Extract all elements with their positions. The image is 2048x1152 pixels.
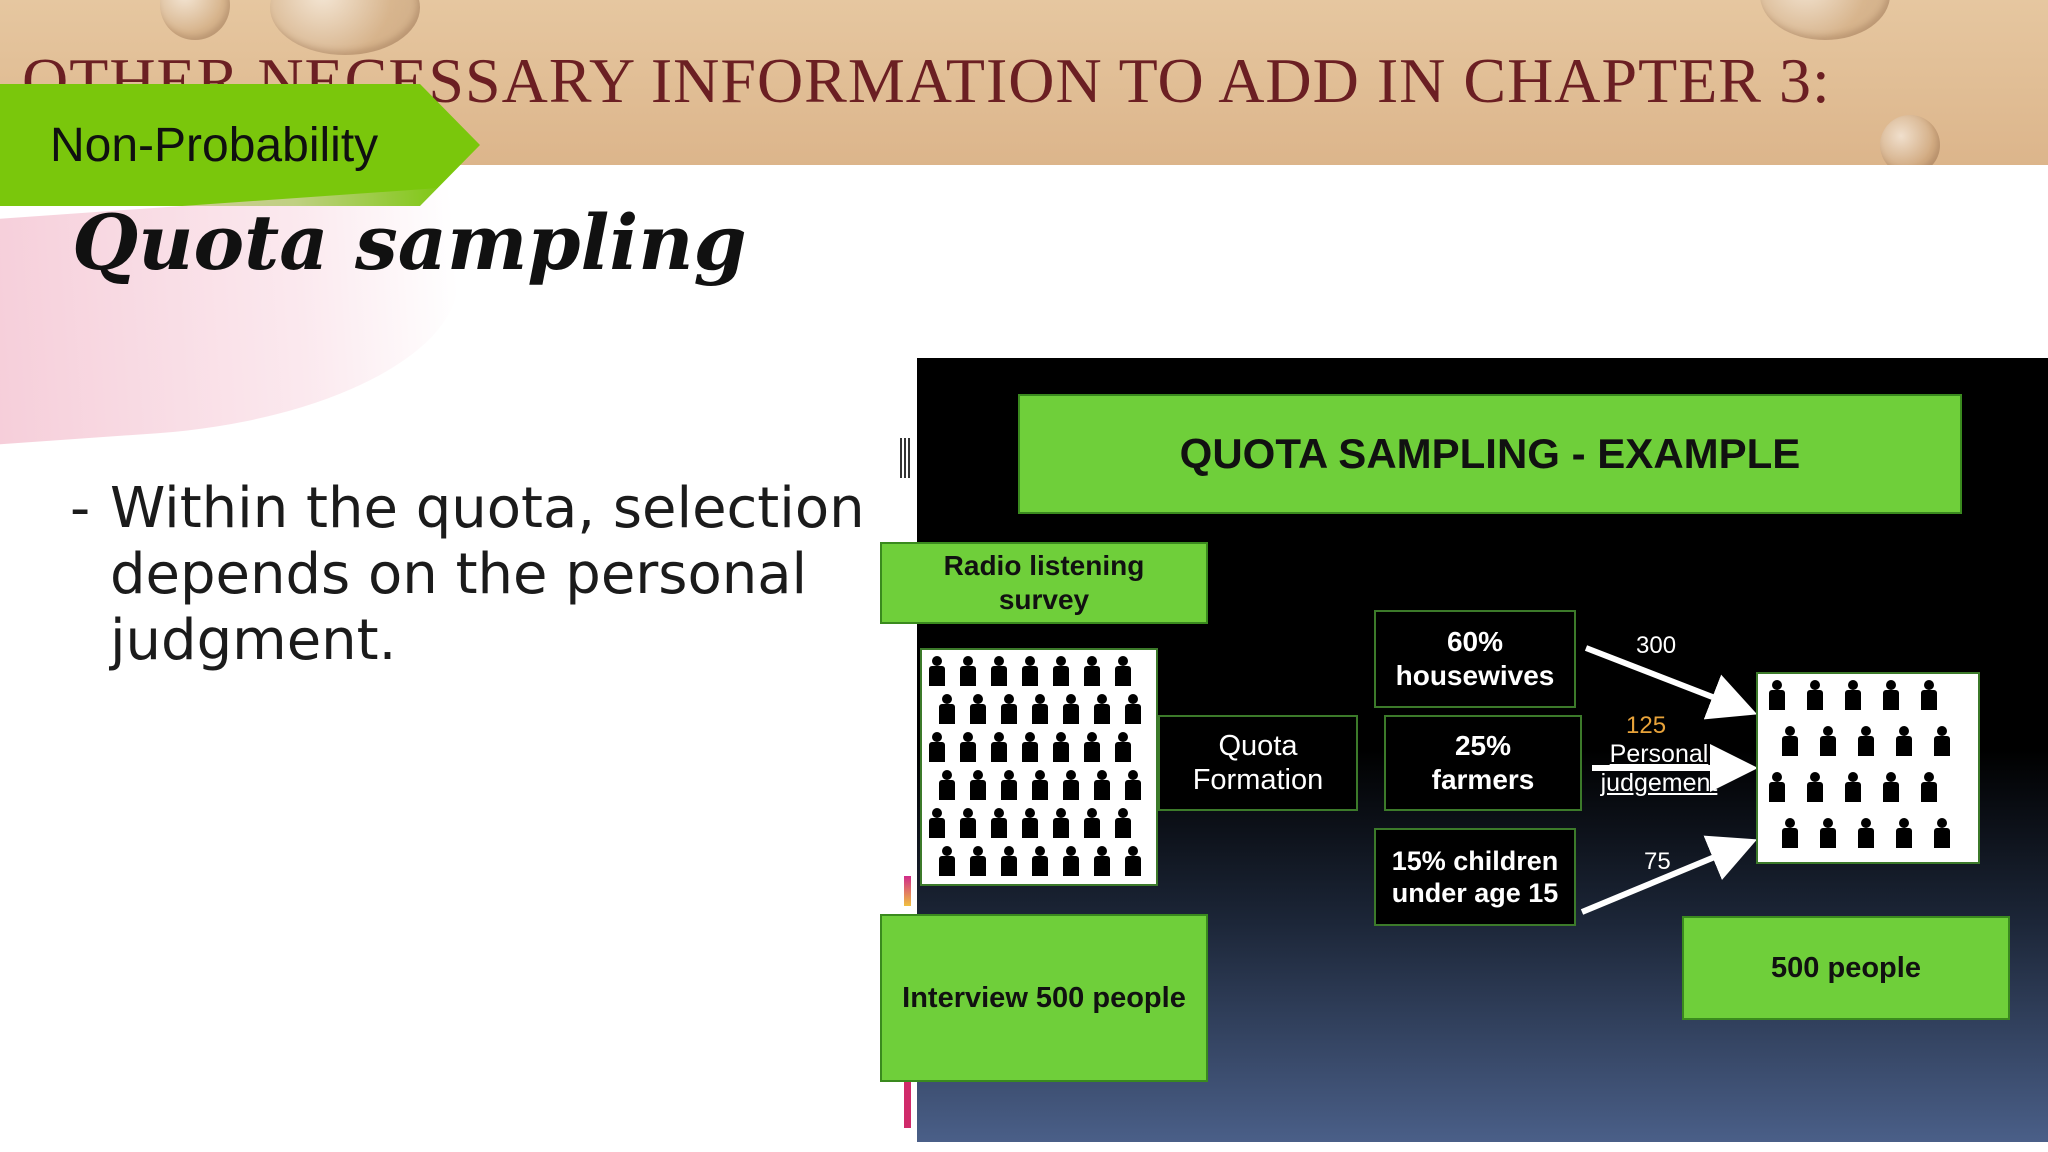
person-icon (998, 770, 1020, 800)
person-icon (1019, 808, 1041, 838)
quota-farmers: 25% farmers (1384, 715, 1582, 811)
person-icon (1817, 726, 1839, 756)
person-icon (1029, 694, 1051, 724)
water-drop-decoration (1760, 0, 1890, 40)
water-drop-decoration (160, 0, 230, 40)
count-farmers: 125 (1626, 712, 1667, 739)
person-icon (1893, 726, 1915, 756)
person-icon (1779, 726, 1801, 756)
person-icon (1931, 818, 1953, 848)
person-icon (988, 808, 1010, 838)
person-icon (936, 770, 958, 800)
arrow-children (1580, 835, 1758, 915)
category-tag-label: Non-Probability (50, 119, 379, 172)
figure-edge-decoration (904, 1082, 911, 1128)
person-icon (957, 732, 979, 762)
person-icon (967, 846, 989, 876)
person-icon (1029, 770, 1051, 800)
allocation-arrows (1580, 645, 1758, 915)
person-icon (1918, 680, 1940, 710)
person-icon (926, 808, 948, 838)
person-icon (926, 656, 948, 686)
count-housewives: 300 (1636, 632, 1677, 659)
result-label: 500 people (1682, 916, 2010, 1020)
person-icon (1880, 680, 1902, 710)
person-icon (1019, 656, 1041, 686)
arrow-housewives (1584, 645, 1758, 720)
category-tag (0, 84, 480, 206)
interview-label: Interview 500 people (880, 914, 1208, 1082)
quota-formation-label: Quota Formation (1158, 715, 1358, 811)
person-icon (1918, 772, 1940, 802)
population-crowd (920, 648, 1158, 886)
person-icon (1112, 732, 1134, 762)
person-icon (1855, 818, 1877, 848)
person-icon (1880, 772, 1902, 802)
person-icon (1112, 656, 1134, 686)
person-icon (926, 732, 948, 762)
person-icon (1081, 808, 1103, 838)
person-icon (957, 656, 979, 686)
person-icon (936, 846, 958, 876)
person-icon (1050, 808, 1072, 838)
person-icon (1029, 846, 1051, 876)
person-icon (1060, 694, 1082, 724)
person-icon (1091, 694, 1113, 724)
person-icon (967, 694, 989, 724)
survey-label: Radio listening survey (880, 542, 1208, 624)
person-icon (1766, 680, 1788, 710)
count-children: 75 (1644, 848, 1671, 875)
person-icon (988, 656, 1010, 686)
person-icon (967, 770, 989, 800)
person-icon (1804, 772, 1826, 802)
person-icon (1060, 770, 1082, 800)
person-icon (1081, 732, 1103, 762)
person-icon (1766, 772, 1788, 802)
person-icon (998, 694, 1020, 724)
person-icon (936, 694, 958, 724)
person-icon (1931, 726, 1953, 756)
person-icon (1060, 846, 1082, 876)
person-icon (988, 732, 1010, 762)
person-icon (1804, 680, 1826, 710)
sample-crowd (1756, 672, 1980, 864)
person-icon (1019, 732, 1041, 762)
person-icon (1122, 770, 1144, 800)
person-icon (1122, 694, 1144, 724)
figure-edge-decoration (900, 438, 912, 478)
slide-title: Quota sampling (72, 198, 747, 287)
person-icon (1779, 818, 1801, 848)
person-icon (1081, 656, 1103, 686)
quota-children: 15% children under age 15 (1374, 828, 1576, 926)
water-drop-decoration (1880, 115, 1940, 165)
person-icon (1050, 732, 1072, 762)
personal-judgement-label: Personal judgement (1600, 740, 1718, 797)
person-icon (1050, 656, 1072, 686)
person-icon (998, 846, 1020, 876)
person-icon (957, 808, 979, 838)
person-icon (1091, 770, 1113, 800)
figure-heading: QUOTA SAMPLING - EXAMPLE (1018, 394, 1962, 514)
person-icon (1842, 680, 1864, 710)
quota-housewives: 60% housewives (1374, 610, 1576, 708)
person-icon (1122, 846, 1144, 876)
person-icon (1112, 808, 1134, 838)
person-icon (1091, 846, 1113, 876)
bullet-text: Within the quota, selection depends on t… (110, 476, 865, 673)
person-icon (1893, 818, 1915, 848)
person-icon (1855, 726, 1877, 756)
person-icon (1842, 772, 1864, 802)
figure-edge-decoration (904, 876, 911, 906)
bullet-dash: - (70, 476, 91, 541)
person-icon (1817, 818, 1839, 848)
